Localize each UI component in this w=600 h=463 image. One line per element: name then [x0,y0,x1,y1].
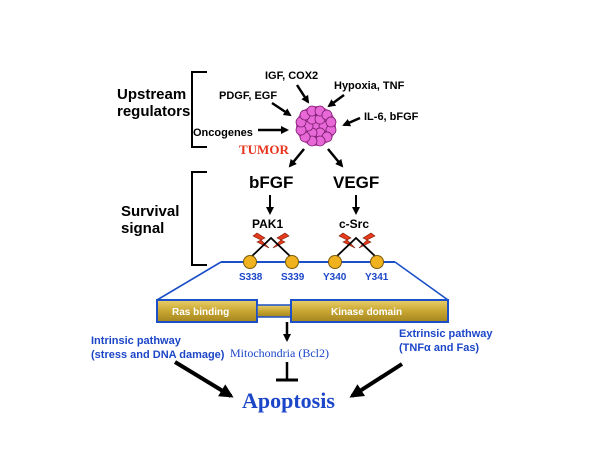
linker-region [256,304,292,318]
site-s338-circle [243,255,257,269]
tumor-cell [325,116,337,128]
lightning-icon-pak1-right [272,232,290,249]
arrow-il6-tumor [342,116,361,127]
mitochondria-label: Mitochondria (Bcl2) [230,346,329,360]
kinase-csrc: c-Src [339,217,369,231]
site-s339-circle [285,255,299,269]
survival-bracket [191,171,207,266]
upstream-label-line1: Upstream [117,86,186,103]
arrow-intrinsic-apoptosis [173,360,234,398]
tumor-label: TUMOR [239,142,289,157]
site-y341-circle [370,255,384,269]
kinase-domain-label: Kinase domain [331,307,402,318]
ras-binding-label: Ras binding [172,307,229,318]
site-label-y340: Y340 [323,272,347,283]
connector-s338-s339 [249,236,293,259]
regulator-pdgf-egf: PDGF, EGF [219,90,277,102]
regulator-oncogenes: Oncogenes [193,127,253,139]
extrinsic-pathway-label: Extrinsic pathway [399,328,493,340]
upstream-bracket [191,71,207,148]
upstream-label: Upstream [117,86,186,103]
lightning-icon-csrc-right [358,232,376,249]
kinase-pak1: PAK1 [252,217,283,231]
regulator-il6-bfgf: IL-6, bFGF [364,111,419,123]
site-label-s338: S338 [239,272,263,283]
site-label-s339: S339 [281,272,305,283]
arrow-tumor-vegf [327,148,344,168]
arrow-tumor-bfgf [288,148,305,168]
upstream-label-2: regulators [117,103,190,120]
protein-domain-bar: Ras binding Kinase domain [156,299,449,323]
arrow-pdgf-tumor [271,101,292,117]
arrow-extrinsic-apoptosis [349,362,404,398]
growth-factor-vegf: VEGF [333,173,379,192]
intrinsic-pathway-label: Intrinsic pathway [91,335,182,347]
zoom-line-left [156,261,222,301]
survival-label: Survival [121,203,179,220]
arrow-hypoxia-tumor [327,93,345,108]
regulator-hypoxia-tnf: Hypoxia, TNF [334,80,405,92]
site-y340-circle [328,255,342,269]
arrow-igf-tumor [295,84,310,104]
survival-label-2: signal [121,220,164,237]
kinase-domain [290,299,449,323]
site-label-y341: Y341 [365,272,389,283]
lightning-icon-pak1-left [252,232,270,249]
intrinsic-pathway-sub: (stress and DNA damage) [91,349,225,361]
extrinsic-pathway-sub: (TNFα and Fas) [399,342,479,354]
growth-factor-bfgf: bFGF [249,173,293,192]
regulator-igf-cox2: IGF, COX2 [265,70,318,82]
zoom-line-right [394,261,449,301]
tumor-cell-cluster-icon [295,105,337,147]
connector-y340-y341 [334,236,378,259]
apoptosis-label: Apoptosis [242,388,335,413]
